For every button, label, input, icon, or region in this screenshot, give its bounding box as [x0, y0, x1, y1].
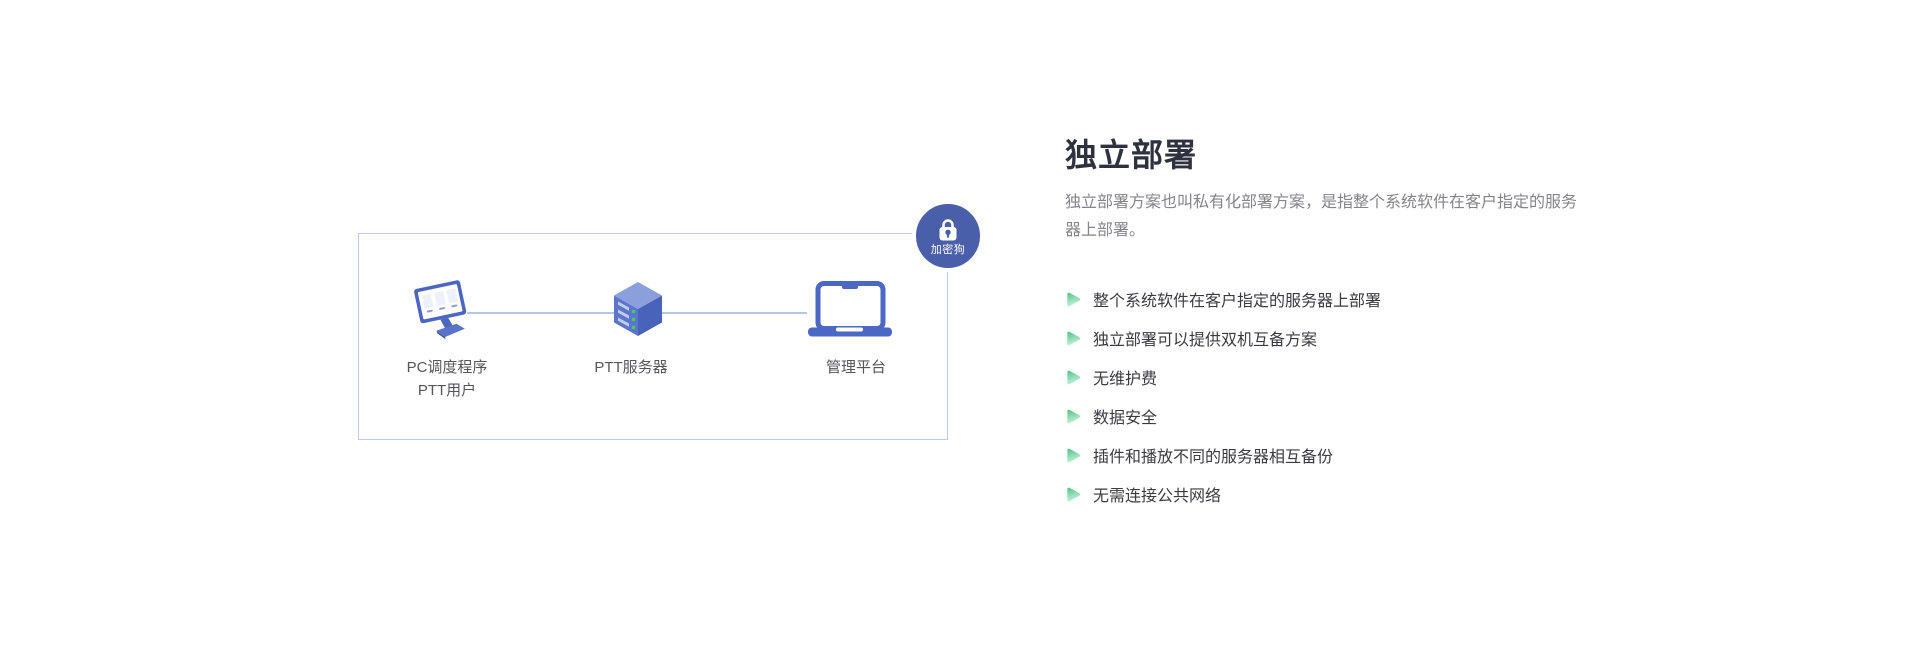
section-description: 独立部署方案也叫私有化部署方案，是指整个系统软件在客户指定的服务器上部署。	[1065, 194, 1578, 239]
desktop-monitor-icon	[412, 276, 472, 344]
feature-list: 整个系统软件在客户指定的服务器上部署 独立部署可以提供双机互备方案 无维护费 数…	[1065, 290, 1381, 524]
green-arrow-icon	[1067, 409, 1081, 423]
green-arrow-icon	[1067, 448, 1081, 462]
node-label-pc-line1: PC调度程序	[406, 359, 488, 376]
node-label-pc-line2: PTT用户	[417, 382, 477, 399]
feature-list-item: 数据安全	[1065, 407, 1381, 427]
feature-list-item: 整个系统软件在客户指定的服务器上部署	[1065, 290, 1382, 310]
lock-icon	[936, 217, 960, 243]
section-title: 独立部署	[1065, 137, 1198, 173]
feature-list-item: 插件和播放不同的服务器相互备份	[1065, 446, 1381, 466]
connector-line-server-laptop	[661, 312, 807, 314]
dongle-badge: 加密狗	[912, 200, 984, 272]
laptop-icon	[805, 281, 895, 339]
dongle-badge-label: 加密狗	[930, 243, 966, 256]
green-arrow-icon	[1067, 292, 1081, 306]
feature-text: 无需连接公共网络	[1093, 488, 1222, 505]
connector-line-pc-server	[467, 312, 615, 314]
green-arrow-icon	[1067, 331, 1081, 345]
feature-text: 无维护费	[1093, 371, 1158, 388]
feature-text: 数据安全	[1093, 410, 1158, 427]
node-label-server: PTT服务器	[594, 359, 668, 376]
feature-text: 独立部署可以提供双机互备方案	[1093, 332, 1318, 349]
feature-list-item: 无需连接公共网络	[1065, 485, 1381, 505]
node-label-laptop: 管理平台	[825, 359, 886, 376]
feature-text: 插件和播放不同的服务器相互备份	[1093, 449, 1334, 466]
green-arrow-icon	[1067, 370, 1081, 384]
green-arrow-icon	[1067, 487, 1081, 501]
node-label-pc: PC调度程序 PTT用户	[362, 356, 532, 402]
feature-list-item: 无维护费	[1065, 368, 1381, 388]
feature-text: 整个系统软件在客户指定的服务器上部署	[1093, 293, 1382, 310]
feature-list-item: 独立部署可以提供双机互备方案	[1065, 329, 1381, 349]
server-icon	[614, 282, 662, 337]
